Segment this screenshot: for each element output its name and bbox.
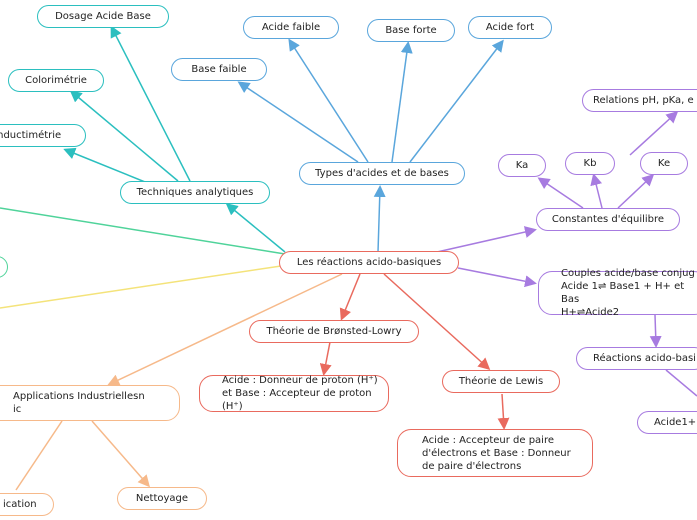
relations-ph-node[interactable]: Relations pH, pKa, e bbox=[582, 89, 697, 112]
base-faible-node[interactable]: Base faible bbox=[171, 58, 267, 81]
applications-line-2: ic bbox=[13, 404, 22, 415]
nettoyage-node[interactable]: Nettoyage bbox=[117, 487, 207, 510]
reactions-acido-basi-node[interactable]: Réactions acido-basi bbox=[576, 347, 697, 370]
applications-industrielles-node[interactable]: Applications Industriellesn ic bbox=[0, 385, 180, 421]
lewis-node[interactable]: Théorie de Lewis bbox=[442, 370, 560, 393]
acide1-node[interactable]: Acide1+B bbox=[637, 411, 697, 434]
lewis-definition-node[interactable]: Acide : Accepteur de paire d'électrons e… bbox=[397, 429, 593, 477]
dosage-acide-base-node[interactable]: Dosage Acide Base bbox=[37, 5, 169, 28]
couples-acide-base-node[interactable]: Couples acide/base conjug Acide 1⇌ Base1… bbox=[538, 268, 697, 318]
ke-node[interactable]: Ke bbox=[640, 152, 688, 175]
acide-fort-node[interactable]: Acide fort bbox=[468, 16, 552, 39]
applications-line-1: Applications Industriellesn bbox=[13, 391, 145, 402]
ka-node[interactable]: Ka bbox=[498, 154, 546, 177]
colorimetrie-node[interactable]: Colorimétrie bbox=[8, 69, 104, 92]
types-acides-bases-node[interactable]: Types d'acides et de bases bbox=[299, 162, 465, 185]
conductimetrie-node[interactable]: onductimétrie bbox=[0, 124, 86, 147]
bronsted-definition-node[interactable]: Acide : Donneur de proton (H⁺) et Base :… bbox=[199, 375, 389, 412]
acide-faible-node[interactable]: Acide faible bbox=[243, 16, 339, 39]
base-forte-node[interactable]: Base forte bbox=[367, 19, 455, 42]
root-node[interactable]: Les réactions acido-basiques bbox=[279, 251, 459, 274]
application-node[interactable]: ication bbox=[0, 493, 54, 516]
bronsted-lowry-node[interactable]: Théorie de Brønsted-Lowry bbox=[249, 320, 419, 343]
couples-line-2: Acide 1⇌ Base1 + H+ et Bas bbox=[561, 281, 685, 305]
couples-line-1: Couples acide/base conjug bbox=[561, 268, 695, 279]
couples-line-3: H+⇌Acide2 bbox=[561, 307, 620, 318]
constantes-equilibre-node[interactable]: Constantes d'équilibre bbox=[536, 208, 680, 231]
techniques-analytiques-node[interactable]: Techniques analytiques bbox=[120, 181, 270, 204]
kb-node[interactable]: Kb bbox=[565, 152, 615, 175]
